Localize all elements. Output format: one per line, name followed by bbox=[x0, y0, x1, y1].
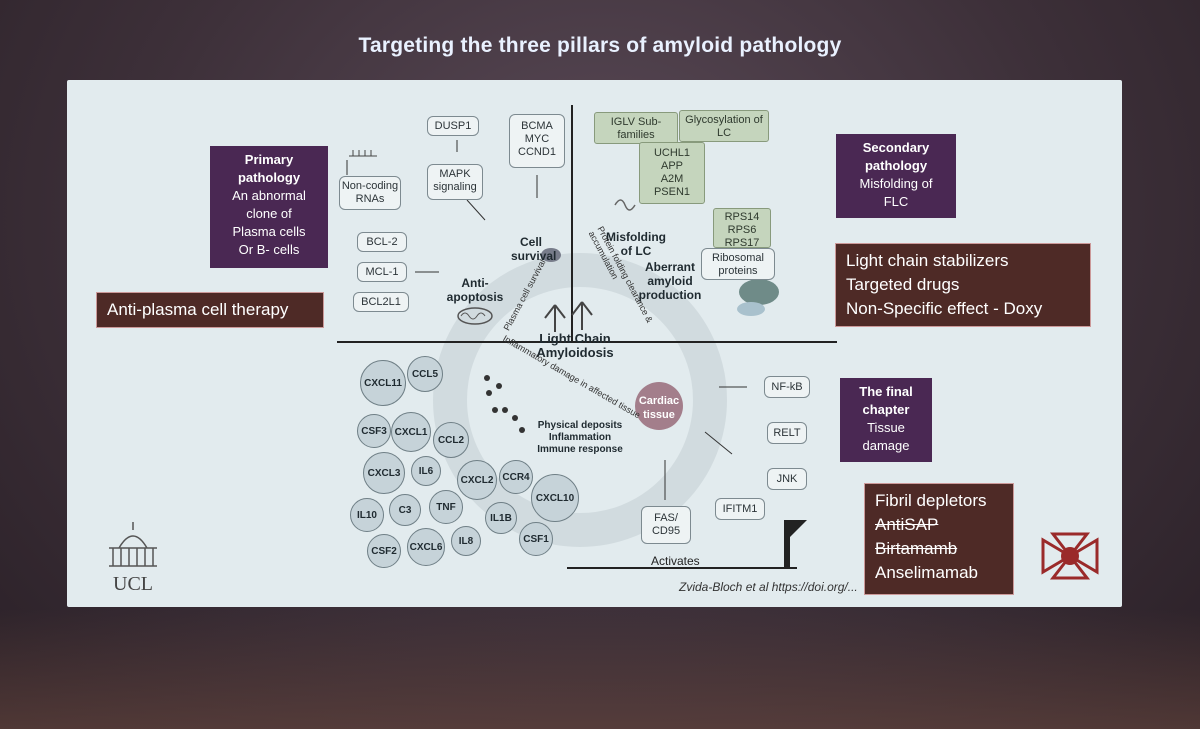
aberrant-production-label: Aberrant amyloid production bbox=[638, 260, 702, 302]
secondary-pathology-callout: Secondary pathology Misfolding of FLC bbox=[836, 134, 956, 218]
primary-line-6: Or B- cells bbox=[238, 242, 300, 257]
fas-cd95-box: FAS/ CD95 bbox=[641, 506, 691, 544]
glycosylation-box: Glycosylation of LC bbox=[679, 110, 769, 142]
rps-box: RPS14 RPS6 RPS17 bbox=[713, 208, 771, 249]
cytokine-cxcl3: CXCL3 bbox=[363, 452, 405, 494]
cytokine-csf3: CSF3 bbox=[357, 414, 391, 448]
cytokine-ccl2: CCL2 bbox=[433, 422, 469, 458]
activates-label: Activates bbox=[651, 554, 700, 568]
figure-linework bbox=[337, 105, 837, 569]
depletor-birtamamb: Birtamamb bbox=[875, 539, 958, 558]
misfolding-lc-label: Misfolding of LC bbox=[606, 230, 666, 258]
cytokine-cxcl6: CXCL6 bbox=[407, 528, 445, 566]
cytokine-cxcl11: CXCL11 bbox=[360, 360, 406, 406]
bcma-box: BCMA MYC CCND1 bbox=[509, 114, 565, 168]
bcl2l1-box: BCL2L1 bbox=[353, 292, 409, 312]
nfkb-box: NF-kB bbox=[764, 376, 810, 398]
iglv-box: IGLV Sub-families bbox=[594, 112, 678, 144]
cell-survival-label: Cell survival bbox=[511, 235, 557, 263]
primary-line-1: Primary bbox=[244, 152, 294, 167]
stabilizers-line-3: Non-Specific effect - Doxy bbox=[846, 299, 1043, 318]
cytokine-cxcl2: CXCL2 bbox=[457, 460, 497, 500]
cytokine-c3: C3 bbox=[389, 494, 421, 526]
ucl-dome-icon bbox=[109, 522, 157, 567]
ifitm1-box: IFITM1 bbox=[715, 498, 765, 520]
maltese-cross-icon bbox=[1041, 532, 1099, 580]
light-chain-amyloidosis-label: Light Chain Amyloidosis bbox=[536, 331, 614, 360]
final-line-1: The final bbox=[859, 384, 913, 399]
light-chain-stabilizers-box: Light chain stabilizers Targeted drugs N… bbox=[835, 243, 1091, 327]
cytokine-tnf: TNF bbox=[429, 490, 463, 524]
final-line-4: damage bbox=[862, 438, 910, 453]
primary-line-5: Plasma cells bbox=[232, 224, 306, 239]
depletor-anselimamab: Anselimamab bbox=[875, 563, 978, 582]
uchl1-box: UCHL1 APP A2M PSEN1 bbox=[639, 142, 705, 204]
cytokine-cxcl1: CXCL1 bbox=[391, 412, 431, 452]
mcl1-box: MCL-1 bbox=[357, 262, 407, 282]
secondary-line-4: FLC bbox=[883, 194, 909, 209]
secondary-line-3: Misfolding of bbox=[859, 176, 933, 191]
noncoding-rna-box: Non-coding RNAs bbox=[339, 176, 401, 210]
ucl-logo-text: UCL bbox=[113, 573, 153, 595]
figure-panel: DUSP1 MAPK signaling BCMA MYC CCND1 Non-… bbox=[67, 80, 1122, 607]
jnk-box: JNK bbox=[767, 468, 807, 490]
cytokine-ccl5: CCL5 bbox=[407, 356, 443, 392]
final-chapter-callout: The final chapter Tissue damage bbox=[840, 378, 932, 462]
cytokine-il1b: IL1B bbox=[485, 502, 517, 534]
secondary-line-2: pathology bbox=[864, 158, 928, 173]
fibril-depletors-box: Fibril depletors AntiSAP Birtamamb Ansel… bbox=[864, 483, 1014, 595]
citation-text: Zvida-Bloch et al https://doi.org/... bbox=[679, 580, 858, 594]
cytokine-il8: IL8 bbox=[451, 526, 481, 556]
cytokine-ccr4: CCR4 bbox=[499, 460, 533, 494]
ucl-logo: UCL bbox=[95, 520, 171, 595]
cytokine-csf1: CSF1 bbox=[519, 522, 553, 556]
anti-apoptosis-label: Anti- apoptosis bbox=[446, 276, 504, 304]
bcl2-box: BCL-2 bbox=[357, 232, 407, 252]
cardiac-tissue-label: Cardiac tissue bbox=[638, 395, 680, 421]
relt-box: RELT bbox=[767, 422, 807, 444]
projection-floor-glow bbox=[0, 609, 1200, 729]
stabilizers-line-2: Targeted drugs bbox=[846, 275, 960, 294]
depletor-antisap: AntiSAP bbox=[875, 515, 939, 534]
depletors-title: Fibril depletors bbox=[875, 491, 987, 510]
cytokine-il10: IL10 bbox=[350, 498, 384, 532]
primary-line-4: clone of bbox=[246, 206, 292, 221]
primary-line-3: An abnormal bbox=[232, 188, 306, 203]
dusp1-box: DUSP1 bbox=[427, 116, 479, 136]
stabilizers-line-1: Light chain stabilizers bbox=[846, 251, 1009, 270]
cytokine-csf2: CSF2 bbox=[367, 534, 401, 568]
deposits-label: Physical deposits Inflammation Immune re… bbox=[537, 420, 623, 455]
primary-pathology-callout: Primary pathology An abnormal clone of P… bbox=[210, 146, 328, 268]
final-line-3: Tissue bbox=[867, 420, 905, 435]
mapk-box: MAPK signaling bbox=[427, 164, 483, 200]
cytokine-il6: IL6 bbox=[411, 456, 441, 486]
slide-title: Targeting the three pillars of amyloid p… bbox=[358, 34, 842, 57]
cytokine-cxcl10: CXCL10 bbox=[531, 474, 579, 522]
anti-plasma-therapy-box: Anti-plasma cell therapy bbox=[96, 292, 324, 328]
primary-line-2: pathology bbox=[237, 170, 301, 185]
crest-logo bbox=[1039, 528, 1101, 584]
secondary-line-1: Secondary bbox=[862, 140, 930, 155]
ribosomal-proteins-box: Ribosomal proteins bbox=[701, 248, 775, 280]
final-line-2: chapter bbox=[862, 402, 910, 417]
